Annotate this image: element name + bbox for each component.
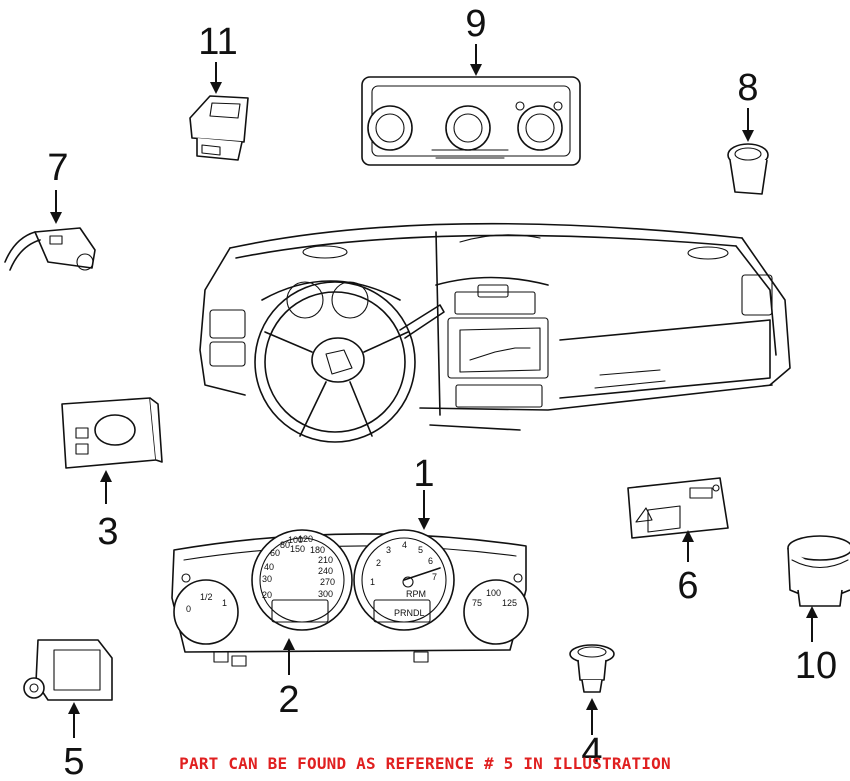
arrowhead-9 xyxy=(470,64,482,76)
callout-6: 6 xyxy=(677,565,698,607)
tick-label: 1/2 xyxy=(200,592,213,602)
tick-label: 20 xyxy=(262,590,272,600)
speedometer-tick-labels: 20 30 40 60 80 100 120 150 180 210 240 2… xyxy=(262,534,335,600)
part-11-switch[interactable] xyxy=(189,95,249,161)
tick-label: 40 xyxy=(264,562,274,572)
callout-1: 1 xyxy=(413,453,434,495)
callout-4: 4 xyxy=(581,731,602,773)
callout-7: 7 xyxy=(47,147,68,189)
arrowhead-7 xyxy=(50,212,62,224)
tick-label: 30 xyxy=(262,574,272,584)
tick-label: 2 xyxy=(376,558,381,568)
callout-11: 11 xyxy=(198,21,237,63)
arrowhead-8 xyxy=(742,130,754,142)
arrowhead-11 xyxy=(210,82,222,94)
tick-label: 80 xyxy=(280,540,290,550)
tick-label: 4 xyxy=(402,540,407,550)
callout-arrows xyxy=(50,44,818,738)
dashboard-illustration xyxy=(199,222,791,443)
tick-label: 270 xyxy=(320,577,335,587)
callout-9: 9 xyxy=(465,3,486,45)
tick-label: 1 xyxy=(222,598,227,608)
callout-numbers: 1 2 3 4 5 6 7 8 9 10 11 xyxy=(47,3,837,781)
tick-label: 3 xyxy=(386,545,391,555)
callout-3: 3 xyxy=(97,511,118,553)
tick-label: 300 xyxy=(318,589,333,599)
tachometer-tick-labels: 1 2 3 4 5 6 7 RPM PRNDL xyxy=(370,540,437,618)
part-10-knob[interactable] xyxy=(787,535,850,607)
part-5-switch-module[interactable] xyxy=(23,639,113,701)
tick-label: 100 xyxy=(288,535,303,545)
arrowhead-1 xyxy=(418,518,430,530)
part-2-instrument-cluster[interactable] xyxy=(171,529,529,667)
reference-note: PART CAN BE FOUND AS REFERENCE # 5 IN IL… xyxy=(179,754,671,773)
callout-5: 5 xyxy=(63,741,84,781)
tick-label: 0 xyxy=(186,604,191,614)
part-8-round-button[interactable] xyxy=(727,143,769,195)
tach-unit: RPM xyxy=(406,589,426,599)
tick-label: 7 xyxy=(432,572,437,582)
arrowhead-5 xyxy=(68,702,80,714)
arrowhead-6 xyxy=(682,530,694,542)
gear-indicator: PRNDL xyxy=(394,608,425,618)
tick-label: 1 xyxy=(370,577,375,587)
tick-label: 6 xyxy=(428,556,433,566)
arrowhead-2 xyxy=(283,638,295,650)
part-7-sensor[interactable] xyxy=(4,227,96,271)
arrowhead-10 xyxy=(806,606,818,618)
tick-label: 75 xyxy=(472,598,482,608)
part-4-button[interactable] xyxy=(569,644,615,693)
part-3-headlamp-switch[interactable] xyxy=(61,397,163,469)
tick-label: 150 xyxy=(290,544,305,554)
tick-label: 120 xyxy=(298,534,313,544)
right-gauge-tick-labels: 75 100 125 xyxy=(472,588,517,608)
tick-label: 210 xyxy=(318,555,333,565)
arrowhead-3 xyxy=(100,470,112,482)
tick-label: 180 xyxy=(310,545,325,555)
tick-label: 125 xyxy=(502,598,517,608)
tick-label: 100 xyxy=(486,588,501,598)
callout-10: 10 xyxy=(795,645,837,687)
tick-label: 60 xyxy=(270,548,280,558)
tick-label: 5 xyxy=(418,545,423,555)
part-9-climate-control[interactable] xyxy=(361,76,581,166)
arrowhead-4 xyxy=(586,698,598,710)
callout-2: 2 xyxy=(278,679,299,721)
callout-8: 8 xyxy=(737,67,758,109)
left-gauge-tick-labels: 1/2 1 0 xyxy=(186,592,227,614)
part-6-hazard-panel[interactable] xyxy=(627,477,729,539)
tick-label: 240 xyxy=(318,566,333,576)
